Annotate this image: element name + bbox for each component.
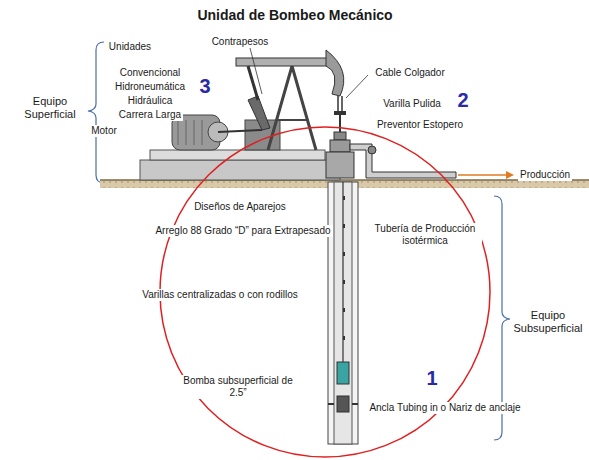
title: Unidad de Bombeo Mecánico [195,7,394,24]
unit-type: Hidroneumática [113,81,187,93]
leader-line [346,75,368,98]
tubing-anchor [337,396,349,412]
part-label: Bomba subsuperficial de 2.5” [181,375,295,399]
unit-type: Convencional [118,67,183,79]
group-label: Equipo Superficial [13,95,87,121]
part-label: Varillas centralizadas o con rodillos [140,289,299,301]
horsehead [326,50,344,96]
group-label: Equipo Subsuperficial [510,309,586,335]
part-label: Contrapesos [210,36,271,48]
walking-beam [236,58,328,66]
tubing [334,182,352,444]
part-label: Producción [518,169,572,181]
production-arrow [458,174,508,176]
subsurface-pump [337,362,349,384]
unit-type: Carrera Larga [117,109,183,121]
section-label: Diseños de Aparejos [192,201,288,213]
wellhead [330,140,350,152]
unit-heading: Unidades [107,41,153,53]
stuffing-box [334,132,346,140]
counterweight [248,96,270,130]
base [140,160,340,180]
callout-number: 1 [424,367,439,389]
unit-type: Hidráulica [126,95,174,107]
part-label: Varilla Pulida [381,98,443,110]
part-label: Motor [89,125,119,137]
part-label: Arreglo 88 Grado “D” para Extrapesado [153,225,332,237]
callout-number: 3 [197,75,212,97]
part-label: Tubería de Producción isotérmica [368,223,482,247]
part-label: Ancla Tubing in o Nariz de anclaje [367,402,522,414]
part-label: Preventor Estopero [375,119,465,131]
part-label: Cable Colgador [373,67,447,79]
callout-number: 2 [455,89,470,111]
samson-post [268,66,316,150]
bridle [337,96,339,112]
bracket [88,42,104,183]
casing [328,182,358,444]
leader-line [250,48,262,94]
